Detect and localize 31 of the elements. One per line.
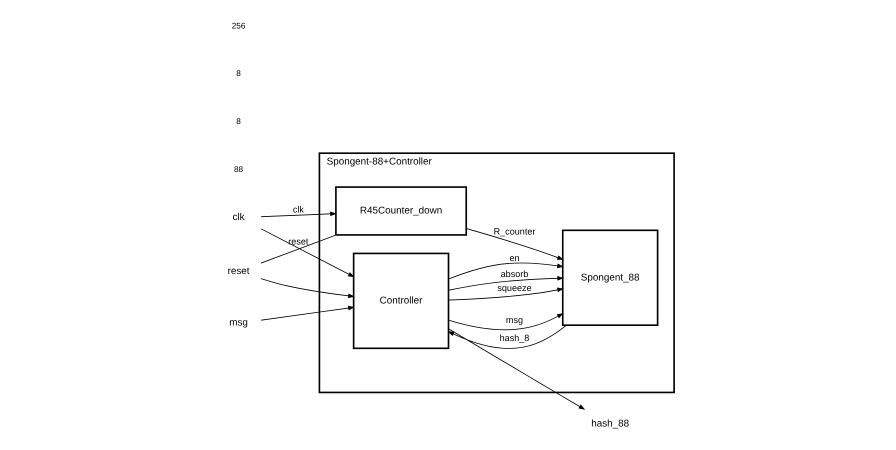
label: 256 — [231, 21, 245, 30]
arrow — [448, 276, 564, 291]
connector — [260, 234, 336, 264]
edge-label: hash_8 — [499, 333, 529, 344]
edge-label: en — [508, 253, 520, 264]
arrow — [447, 325, 566, 349]
node-box: Spongent_88 — [561, 230, 658, 326]
node-text: clk — [232, 212, 244, 224]
node-text: hash_88 — [590, 418, 629, 430]
arrow — [448, 288, 564, 300]
node-box: Controller — [352, 252, 449, 350]
edge-label: msg — [505, 314, 523, 325]
node-text: msg — [228, 318, 248, 329]
arrow — [448, 328, 585, 410]
edge-label: clk — [292, 204, 304, 214]
label: 88 — [233, 164, 243, 174]
label: 8 — [236, 69, 240, 78]
arrow — [260, 278, 354, 298]
edge-label: squeeze — [496, 282, 532, 293]
arrow — [260, 228, 354, 278]
label: 8 — [236, 116, 240, 126]
edge-label: absorb — [500, 268, 528, 279]
arrow — [466, 228, 564, 260]
node-box: R45Counter_down — [334, 186, 467, 236]
arrow — [448, 262, 564, 280]
arrow — [448, 313, 564, 330]
edge-label: R_counter — [493, 226, 535, 237]
arrow — [260, 212, 336, 218]
node-text: reset — [227, 266, 250, 277]
edge-label: reset — [288, 236, 308, 247]
arrow — [260, 306, 354, 321]
